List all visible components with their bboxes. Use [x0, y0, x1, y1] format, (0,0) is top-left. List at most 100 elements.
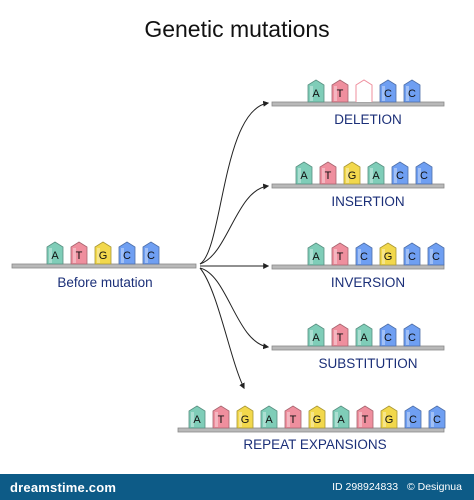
nucleotide-highlight	[358, 330, 361, 345]
label-substitution: SUBSTITUTION	[318, 356, 418, 371]
nucleotide-body	[331, 79, 349, 103]
nucleotide-letter: T	[337, 88, 344, 100]
nucleotide-highlight	[406, 86, 409, 101]
nucleotide-highlight	[287, 412, 290, 427]
nucleotide-C: C	[404, 405, 422, 429]
nucleotide-body	[295, 161, 313, 185]
strand-deletion-backbone	[271, 101, 445, 107]
strand-before-mutation-backbone	[11, 263, 197, 269]
nucleotide-highlight	[334, 249, 337, 264]
nucleotide-highlight	[215, 412, 218, 427]
nucleotide-letter: G	[313, 414, 322, 426]
nucleotide-letter: C	[432, 251, 440, 263]
nucleotide-letter: C	[409, 414, 417, 426]
strand-repeat-expansions-backbone	[177, 427, 445, 433]
nucleotide-highlight	[382, 249, 385, 264]
strand-inversion-backbone	[271, 264, 445, 270]
nucleotide-body	[379, 79, 397, 103]
nucleotide-body	[94, 241, 112, 265]
nucleotide-body	[355, 323, 373, 347]
nucleotide-letter: C	[408, 251, 416, 263]
nucleotide-body	[367, 161, 385, 185]
nucleotide-highlight	[97, 248, 100, 263]
nucleotide-highlight	[370, 168, 373, 183]
nucleotide-letter: A	[51, 250, 59, 262]
nucleotide-letter: C	[384, 88, 392, 100]
nucleotide-letter: A	[312, 251, 320, 263]
nucleotide-C: C	[118, 241, 136, 265]
nucleotide-highlight	[73, 248, 76, 263]
nucleotide-G: G	[236, 405, 254, 429]
nucleotide-body	[188, 405, 206, 429]
nucleotide-T: T	[331, 323, 349, 347]
nucleotide-letter: A	[372, 170, 380, 182]
deleted-nucleotide-gap	[355, 79, 373, 102]
footer-meta: ID 298924833 © Designua	[326, 481, 462, 493]
nucleotide-C: C	[355, 242, 373, 266]
nucleotide-letter: T	[362, 414, 369, 426]
nucleotide-T: T	[319, 161, 337, 185]
nucleotide-C: C	[142, 241, 160, 265]
nucleotide-highlight	[335, 412, 338, 427]
nucleotide-A: A	[367, 161, 385, 185]
nucleotide-highlight	[298, 168, 301, 183]
nucleotide-letter: C	[408, 332, 416, 344]
nucleotide-body	[403, 323, 421, 347]
nucleotide-letter: A	[312, 332, 320, 344]
nucleotide-body	[415, 161, 433, 185]
label-deletion: DELETION	[334, 112, 402, 127]
nucleotide-letter: C	[408, 88, 416, 100]
nucleotide-body	[319, 161, 337, 185]
nucleotide-C: C	[379, 323, 397, 347]
nucleotide-highlight	[382, 86, 385, 101]
nucleotide-highlight	[334, 86, 337, 101]
nucleotide-body	[236, 405, 254, 429]
nucleotide-G: G	[379, 242, 397, 266]
nucleotide-body	[70, 241, 88, 265]
arrow-to-insertion	[199, 183, 270, 265]
nucleotide-A: A	[307, 323, 325, 347]
nucleotide-T: T	[331, 242, 349, 266]
nucleotide-highlight	[239, 412, 242, 427]
nucleotide-body	[118, 241, 136, 265]
nucleotide-letter: A	[360, 332, 368, 344]
nucleotide-highlight	[311, 412, 314, 427]
nucleotide-letter: G	[384, 251, 393, 263]
nucleotide-body	[260, 405, 278, 429]
nucleotide-body	[404, 405, 422, 429]
footer-brand: dreamstime.com	[10, 480, 117, 495]
nucleotide-letter: C	[147, 250, 155, 262]
nucleotide-letter: G	[348, 170, 357, 182]
nucleotide-C: C	[415, 161, 433, 185]
mutation-arrows	[199, 100, 270, 390]
nucleotide-letter: T	[290, 414, 297, 426]
nucleotide-body	[46, 241, 64, 265]
nucleotide-letter: A	[312, 88, 320, 100]
strand-insertion-backbone	[271, 183, 445, 189]
nucleotide-C: C	[403, 242, 421, 266]
nucleotide-A: A	[355, 323, 373, 347]
nucleotide-letter: C	[420, 170, 428, 182]
nucleotide-highlight	[431, 412, 434, 427]
nucleotide-highlight	[383, 412, 386, 427]
nucleotide-G: G	[308, 405, 326, 429]
footer-image-id: ID 298924833	[332, 481, 399, 493]
nucleotide-letter: T	[337, 332, 344, 344]
nucleotide-body	[307, 79, 325, 103]
label-repeat-expansions: REPEAT EXPANSIONS	[243, 437, 387, 452]
footer-copyright: © Designua	[406, 481, 462, 493]
nucleotide-highlight	[394, 168, 397, 183]
nucleotide-body	[403, 79, 421, 103]
label-insertion: INSERTION	[331, 194, 405, 209]
nucleotide-letter: A	[265, 414, 273, 426]
nucleotide-C: C	[403, 323, 421, 347]
nucleotide-C: C	[379, 79, 397, 103]
nucleotide-body	[331, 242, 349, 266]
nucleotide-C: C	[403, 79, 421, 103]
